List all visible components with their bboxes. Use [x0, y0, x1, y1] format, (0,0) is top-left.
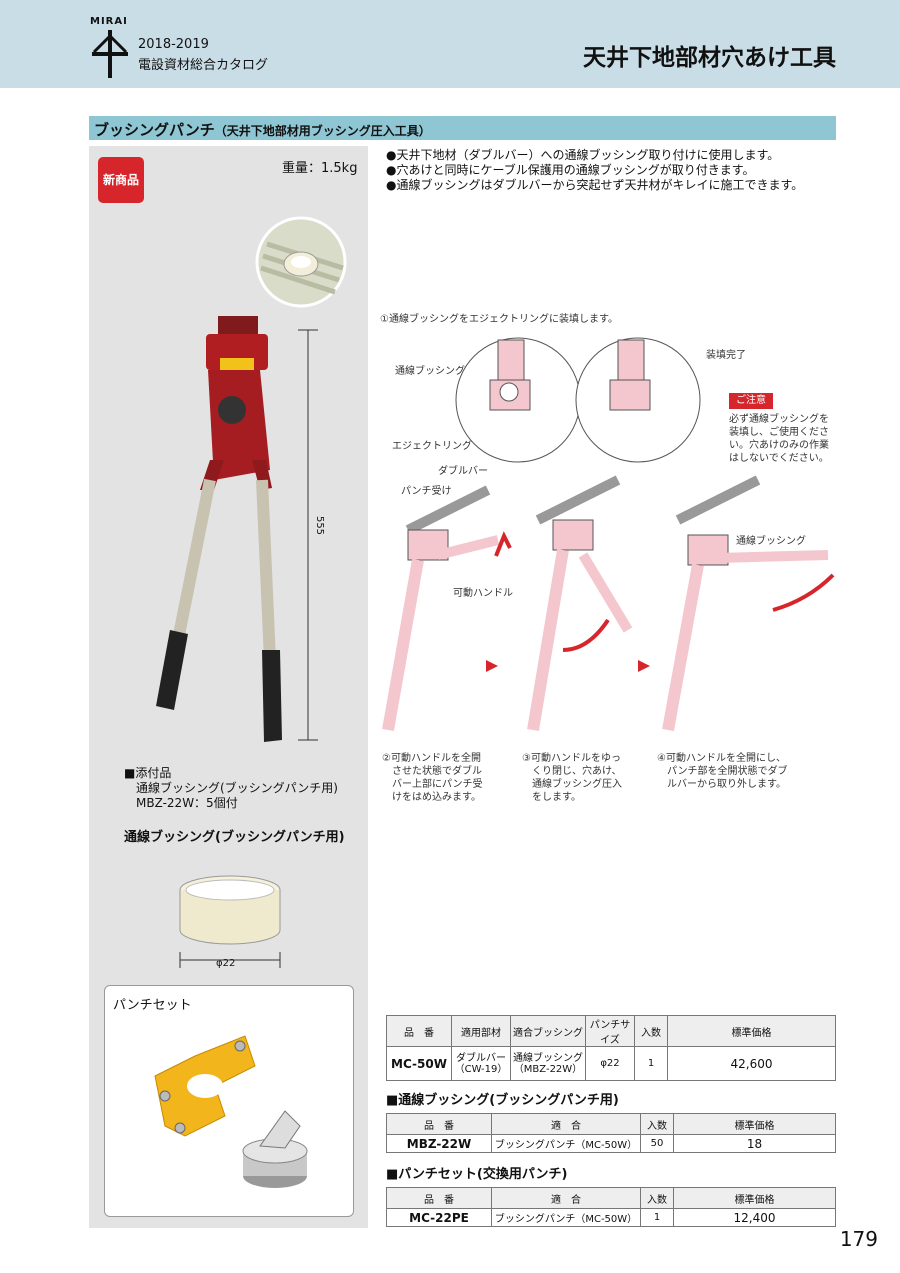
caution-badge: ご注意 — [729, 393, 773, 409]
table-row: MBZ-22W ブッシングパンチ（MC-50W） 50 18 — [386, 1134, 836, 1153]
section-title: ブッシングパンチ（天井下地部材用ブッシング圧入工具） — [94, 121, 431, 139]
step-2-text: ②可動ハンドルを全開 させた状態でダブル バー上部にパンチ受 けをはめ込みます。 — [382, 753, 483, 803]
step-3-text: ③可動ハンドルをゆっ くり閉じ、穴あけ、 通線ブッシング圧入 をします。 — [522, 753, 622, 803]
spec-table-bushing: 品 番 適 合 入数 標準価格 MBZ-22W ブッシングパンチ（MC-50W）… — [386, 1113, 836, 1153]
weight-label: 重量：1.5kg — [282, 161, 358, 176]
bushing-dimension: φ22 — [216, 958, 236, 969]
new-product-badge: 新商品 — [98, 157, 144, 203]
page-header: MIRAI 2018-2019 電設資材総合カタログ 天井下地部材穴あけ工具 — [0, 0, 900, 88]
bushing-table-title: ■通線ブッシング(ブッシングパンチ用) — [386, 1093, 619, 1108]
bushing-punch-tool-image — [156, 316, 318, 742]
section-subtitle: （天井下地部材用ブッシング圧入工具） — [214, 124, 431, 138]
table-row: MC-22PE ブッシングパンチ（MC-50W） 1 12,400 — [386, 1208, 836, 1227]
label-double-bar: ダブルバー — [438, 466, 488, 477]
table-row: MC-50W ダブルバー （CW-19） 通線ブッシング （MBZ-22W） φ… — [386, 1046, 836, 1081]
spec-table-punch-set: 品 番 適 合 入数 標準価格 MC-22PE ブッシングパンチ（MC-50W）… — [386, 1187, 836, 1227]
spec-table-main: 品 番 適用部材 適合ブッシング パンチサイズ 入数 標準価格 MC-50W ダ… — [386, 1015, 836, 1081]
table-header-row: 品 番 適用部材 適合ブッシング パンチサイズ 入数 標準価格 — [386, 1015, 836, 1047]
section-bar: ブッシングパンチ（天井下地部材用ブッシング圧入工具） — [89, 116, 836, 140]
accessories-note: ■添付品 通線ブッシング(ブッシングパンチ用) MBZ-22W：5個付 — [124, 766, 338, 810]
label-bushing-2: 通線ブッシング — [736, 536, 806, 547]
label-eject-ring: エジェクトリング — [392, 441, 472, 452]
punch-set-table-title: ■パンチセット(交換用パンチ) — [386, 1167, 568, 1182]
dimension-label: 555 — [314, 515, 326, 536]
page-title: 天井下地部材穴あけ工具 — [583, 45, 836, 71]
label-movable-handle: 可動ハンドル — [453, 588, 513, 599]
punch-set-box: パンチセット — [104, 985, 354, 1217]
table-header-row: 品 番 適 合 入数 標準価格 — [386, 1113, 836, 1135]
brand-name: MIRAI — [90, 16, 128, 27]
usage-diagram — [382, 337, 835, 732]
bushing-ring-image — [179, 875, 281, 968]
table-header-row: 品 番 適 合 入数 標準価格 — [386, 1187, 836, 1209]
feature-item: ●天井下地材（ダブルバー）への通線ブッシング取り付けに使用します。 — [386, 148, 780, 162]
label-bushing: 通線ブッシング — [395, 366, 465, 377]
feature-item: ●通線ブッシングはダブルバーから突起せず天井材がキレイに施工できます。 — [386, 178, 804, 192]
step-1-text: ①通線ブッシングをエジェクトリングに装填します。 — [380, 314, 618, 325]
punch-set-image — [154, 1035, 308, 1188]
bushing-title: 通線ブッシング(ブッシングパンチ用) — [124, 830, 345, 845]
closeup-image — [255, 216, 347, 308]
punch-set-label: パンチセット — [113, 998, 192, 1013]
label-punch-receiver: パンチ受け — [401, 486, 452, 497]
caution-text: 必ず通線ブッシングを 装填し、ご使用くださ い。穴あけのみの作業 はしないでくだ… — [729, 414, 829, 464]
feature-list: ●天井下地材（ダブルバー）への通線ブッシング取り付けに使用します。 ●穴あけと同… — [386, 148, 803, 193]
step-4-text: ④可動ハンドルを全開にし、 パンチ部を全開状態でダブ ルバーから取り外します。 — [657, 753, 788, 790]
catalog-year: 2018-2019 — [138, 37, 209, 52]
catalog-name: 電設資材総合カタログ — [138, 58, 269, 73]
page-number: 179 — [839, 1227, 878, 1251]
feature-item: ●穴あけと同時にケーブル保護用の通線ブッシングが取り付きます。 — [386, 163, 755, 177]
label-loaded: 装填完了 — [706, 350, 746, 361]
mirai-logo-icon — [92, 30, 128, 78]
